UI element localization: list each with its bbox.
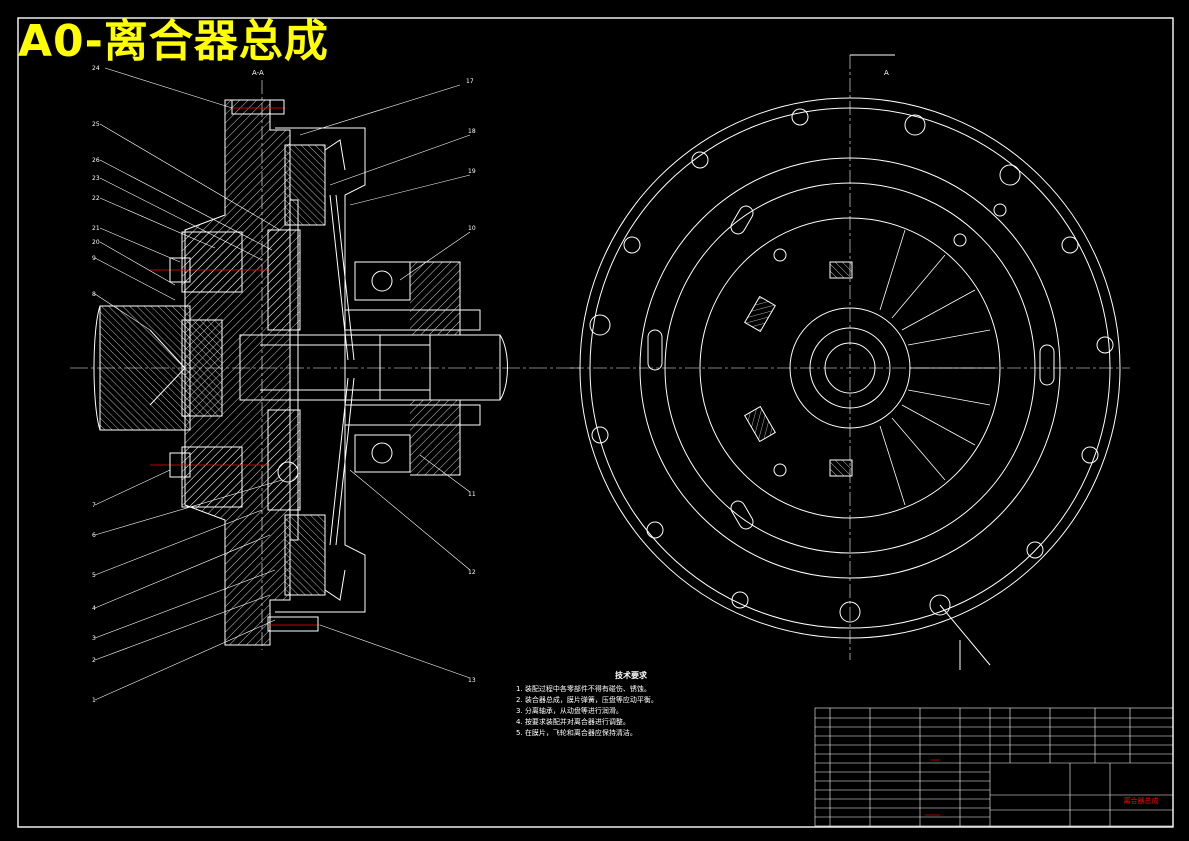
part-number: 1 <box>92 697 96 704</box>
requirement-item: 5. 在膜片，飞轮和离合器应保持清洁。 <box>516 729 637 737</box>
technical-requirements: 技术要求 1. 装配过程中各零部件不得有碰伤、锈蚀。 2. 装合器总成，膜片弹簧… <box>516 670 746 739</box>
drawing-name: 离合器总成 <box>1124 796 1159 805</box>
part-number: 9 <box>92 255 96 262</box>
section-marker: A <box>884 69 889 77</box>
section-label: A-A <box>252 69 264 77</box>
part-number: 25 <box>92 121 100 128</box>
drawing-title: A0-离合器总成 <box>18 16 329 67</box>
part-number: 3 <box>92 635 96 642</box>
part-number: 22 <box>92 195 100 202</box>
part-number: 11 <box>468 491 476 498</box>
part-number: 5 <box>92 572 96 579</box>
drawing-border <box>17 17 1174 828</box>
part-number: 18 <box>468 128 476 135</box>
front-view: A <box>570 54 1130 670</box>
part-number: 21 <box>92 225 100 232</box>
part-number: 4 <box>92 605 96 612</box>
part-number: 10 <box>468 225 476 232</box>
section-view: A-A <box>70 69 580 650</box>
part-numbers-left: 24 25 26 23 22 21 20 9 8 7 6 5 4 3 2 1 1… <box>92 65 476 704</box>
leaders-left <box>94 67 471 701</box>
part-number: 17 <box>466 78 474 85</box>
part-number: 2 <box>92 657 96 664</box>
requirement-item: 2. 装合器总成，膜片弹簧，压盘等应动平衡。 <box>516 696 658 704</box>
requirement-item: 1. 装配过程中各零部件不得有碰伤、锈蚀。 <box>516 685 651 693</box>
part-number: 6 <box>92 532 96 539</box>
title-block: 离合器总成 <box>814 707 1174 827</box>
part-number: 7 <box>92 502 96 509</box>
part-number: 19 <box>468 168 476 175</box>
requirement-item: 4. 按要求装配并对离合器进行调整。 <box>516 718 630 726</box>
part-number: 12 <box>468 569 476 576</box>
part-number: 26 <box>92 157 100 164</box>
part-number: 23 <box>92 175 100 182</box>
part-number: 8 <box>92 291 96 298</box>
requirement-item: 3. 分离轴承，从动盘等进行润滑。 <box>516 707 623 715</box>
technical-requirements-title: 技术要求 <box>615 671 647 680</box>
part-number: 24 <box>92 65 100 72</box>
part-number: 20 <box>92 239 100 246</box>
part-number: 13 <box>468 677 476 684</box>
